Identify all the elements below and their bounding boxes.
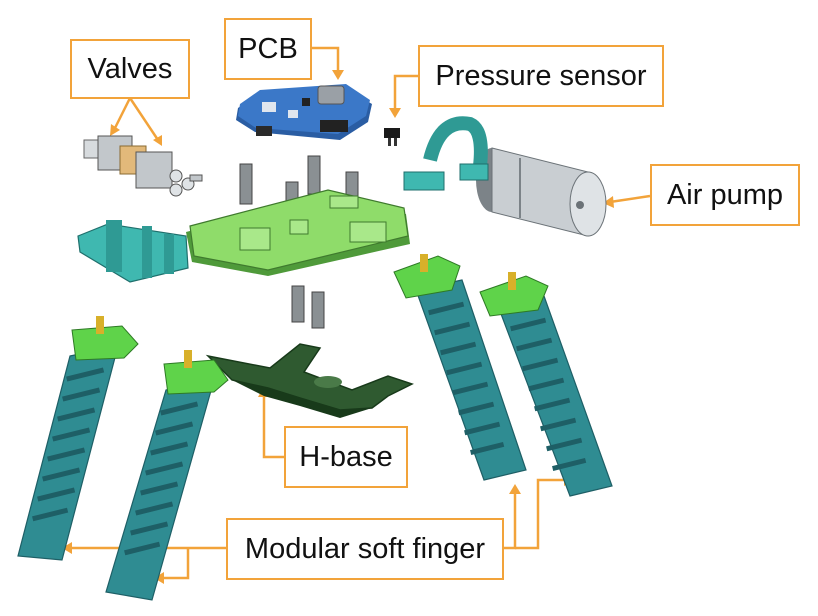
air-pump-part: [476, 147, 607, 237]
h-base-arrow: [262, 392, 284, 459]
pump-bracket: [403, 116, 489, 191]
modular-soft-finger-label: Modular soft finger: [226, 518, 504, 580]
finger-arrow-4: [515, 478, 568, 550]
pressure-sensor-arrowhead: [389, 108, 401, 118]
air-pump-label: Air pump: [650, 164, 800, 226]
air-pump-arrow: [609, 194, 651, 204]
pcb-board: [236, 84, 372, 140]
soft-finger-3: [393, 254, 527, 481]
valves-arrowhead-right: [153, 135, 162, 146]
finger-arrowhead-3: [509, 484, 521, 494]
finger-arrowhead-1: [62, 542, 72, 554]
lower-standoffs: [291, 285, 325, 329]
h-base-label: H-base: [284, 426, 408, 488]
pressure-sensor-arrow: [393, 74, 418, 112]
soft-finger-2: [105, 350, 229, 601]
valves-arrowhead-left: [110, 124, 120, 136]
h-base-part: [205, 343, 414, 418]
pcb-arrowhead: [332, 70, 344, 80]
finger-arrow-2: [160, 548, 190, 580]
finger-arrowhead-2: [154, 572, 164, 584]
left-clamp: [77, 220, 189, 283]
pcb-arrow: [312, 46, 340, 74]
main-plate: [186, 189, 410, 276]
finger-arrow-3: [504, 490, 517, 550]
valves-arrow-right: [128, 97, 160, 141]
valves-label: Valves: [70, 39, 190, 99]
pressure-sensor-part: [384, 128, 400, 146]
arrowheads: [62, 70, 614, 584]
valves-part: [83, 135, 203, 197]
pressure-sensor-label: Pressure sensor: [418, 45, 664, 107]
pcb-label: PCB: [224, 18, 312, 80]
soft-finger-1: [17, 316, 139, 561]
air-pump-arrowhead: [603, 196, 614, 208]
valves-arrow-left: [113, 97, 132, 129]
soft-finger-4: [479, 272, 613, 497]
